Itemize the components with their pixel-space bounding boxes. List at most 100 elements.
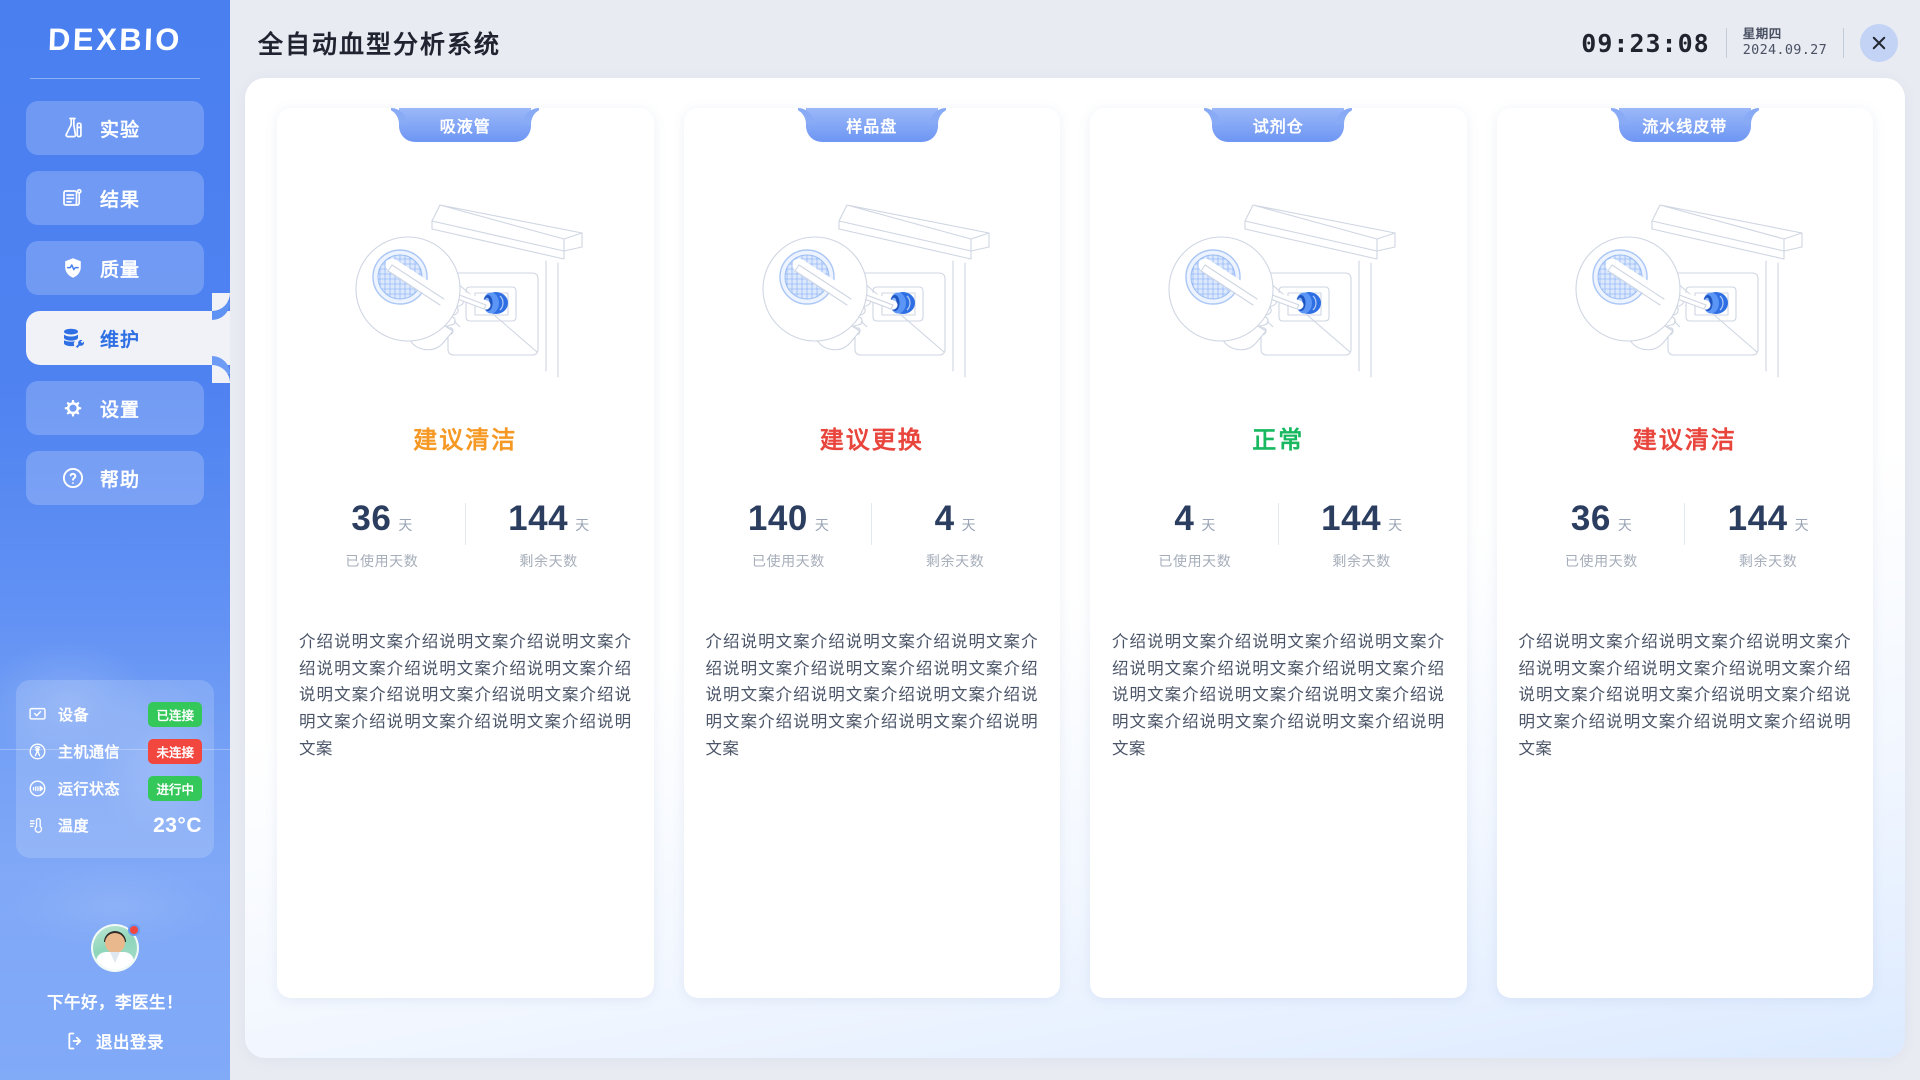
status-badge: 进行中 xyxy=(148,776,202,801)
metric-divider xyxy=(464,503,466,545)
date-block: 星期四 2024.09.27 xyxy=(1743,26,1827,60)
status-label: 主机通信 xyxy=(58,744,121,761)
sidebar-item-label: 设置 xyxy=(100,399,141,421)
remaining-days-label: 剩余天数 xyxy=(925,553,985,569)
card-status-text: 建议更换 xyxy=(819,427,924,454)
brand-logo[interactable]: DEXBIO xyxy=(0,0,230,74)
avatar-collar xyxy=(110,952,120,963)
card-status-text: 建议清洁 xyxy=(413,427,518,454)
card-status-text: 建议清洁 xyxy=(1632,427,1737,454)
metric-used: 36 天已使用天数 xyxy=(1519,499,1685,571)
remaining-days-label: 剩余天数 xyxy=(519,553,578,569)
card-badge-label: 吸液管 xyxy=(439,119,491,136)
sidebar-divider xyxy=(30,78,200,79)
greeting-text: 下午好，李医生！ xyxy=(47,994,183,1012)
question-circle-icon xyxy=(60,465,86,491)
avatar-face xyxy=(105,933,125,953)
status-badge: 未连接 xyxy=(148,739,202,764)
remaining-days-value: 144 xyxy=(1321,499,1382,538)
date-label: 2024.09.27 xyxy=(1742,42,1827,59)
sidebar-item-6[interactable]: 帮助 xyxy=(26,451,204,505)
maintenance-illustration xyxy=(1497,108,1874,408)
maintenance-illustration-svg xyxy=(762,204,990,378)
main-area: 全自动血型分析系统 09:23:08 星期四 2024.09.27 吸液管 xyxy=(230,0,1920,1080)
remaining-days-unit: 天 xyxy=(575,517,590,533)
sidebar-item-3[interactable]: 质量 xyxy=(26,241,204,295)
metric-divider xyxy=(871,503,873,545)
status-badge: 已连接 xyxy=(148,702,202,727)
topbar-divider-1 xyxy=(1725,28,1727,58)
topbar-right: 09:23:08 星期四 2024.09.27 xyxy=(1581,24,1898,62)
card-badge[interactable]: 样品盘 xyxy=(789,108,954,142)
status-value: 未连接 xyxy=(148,739,202,764)
close-button[interactable] xyxy=(1860,24,1898,62)
gear-icon xyxy=(60,395,86,421)
user-block: 下午好，李医生！ 退出登录 xyxy=(0,924,230,1056)
sidebar-item-4[interactable]: 维护 xyxy=(26,293,230,383)
card-status-text: 正常 xyxy=(1252,427,1305,454)
sidebar-item-1[interactable]: 实验 xyxy=(26,101,204,155)
logout-button[interactable]: 退出登录 xyxy=(66,1029,164,1053)
sidebar-item-label: 帮助 xyxy=(100,469,141,491)
used-days-value: 140 xyxy=(747,499,808,538)
logout-icon xyxy=(66,1031,86,1051)
used-days-label: 已使用天数 xyxy=(1564,553,1638,569)
maintenance-card[interactable]: 吸液管 xyxy=(277,108,654,998)
weekday-label: 星期四 xyxy=(1742,26,1782,41)
page-title: 全自动血型分析系统 xyxy=(258,31,502,59)
sidebar-item-2[interactable]: 结果 xyxy=(26,171,204,225)
used-days-unit: 天 xyxy=(1617,517,1632,533)
maintenance-card[interactable]: 试剂仓 xyxy=(1090,108,1467,998)
status-label: 设备 xyxy=(58,707,90,724)
maintenance-illustration xyxy=(684,108,1061,408)
card-badge[interactable]: 试剂仓 xyxy=(1196,108,1361,142)
topbar: 全自动血型分析系统 09:23:08 星期四 2024.09.27 xyxy=(230,0,1920,86)
status-row-2: 主机通信 未连接 xyxy=(28,733,202,770)
maintenance-illustration-svg xyxy=(1575,204,1803,378)
maintenance-card[interactable]: 样品盘 xyxy=(683,108,1061,998)
remaining-days-value: 144 xyxy=(508,499,569,538)
avatar[interactable] xyxy=(91,924,140,972)
flask-icon xyxy=(60,115,86,141)
sidebar-item-label: 结果 xyxy=(100,189,141,211)
active-corner-bottom xyxy=(212,365,230,383)
port-knob xyxy=(483,292,509,314)
status-label: 运行状态 xyxy=(58,781,121,798)
maintenance-illustration xyxy=(1090,108,1467,408)
thermometer-icon xyxy=(28,816,50,835)
maintenance-illustration-svg xyxy=(355,204,583,378)
sidebar-item-5[interactable]: 设置 xyxy=(26,381,204,435)
card-description: 介绍说明文案介绍说明文案介绍说明文案介绍说明文案介绍说明文案介绍说明文案介绍说明… xyxy=(1112,633,1445,758)
used-days-value: 4 xyxy=(1174,499,1195,538)
logout-label: 退出登录 xyxy=(96,1034,164,1052)
database-wrench-icon xyxy=(60,325,86,351)
maintenance-card[interactable]: 流水线皮带 xyxy=(1496,108,1874,998)
used-days-label: 已使用天数 xyxy=(1158,553,1232,569)
remaining-days-value: 4 xyxy=(934,499,955,538)
remaining-days-unit: 天 xyxy=(1388,517,1403,533)
content-panel: 吸液管 xyxy=(245,78,1905,1058)
maintenance-illustration xyxy=(277,108,654,408)
metric-remaining: 144 天剩余天数 xyxy=(466,499,632,571)
card-badge[interactable]: 吸液管 xyxy=(383,108,548,142)
card-badge[interactable]: 流水线皮带 xyxy=(1602,108,1767,142)
gauge-icon xyxy=(28,779,50,798)
card-description: 介绍说明文案介绍说明文案介绍说明文案介绍说明文案介绍说明文案介绍说明文案介绍说明… xyxy=(705,633,1038,758)
status-row-1: 设备 已连接 xyxy=(28,696,202,733)
sidebar-item-label: 实验 xyxy=(100,119,141,141)
shield-pulse-icon xyxy=(60,255,86,281)
topbar-divider-2 xyxy=(1843,28,1844,58)
close-icon xyxy=(1870,34,1888,52)
card-description: 介绍说明文案介绍说明文案介绍说明文案介绍说明文案介绍说明文案介绍说明文案介绍说明… xyxy=(1518,633,1851,758)
status-value: 已连接 xyxy=(148,702,202,727)
used-days-value: 36 xyxy=(1570,499,1611,538)
metric-divider xyxy=(1684,503,1686,545)
